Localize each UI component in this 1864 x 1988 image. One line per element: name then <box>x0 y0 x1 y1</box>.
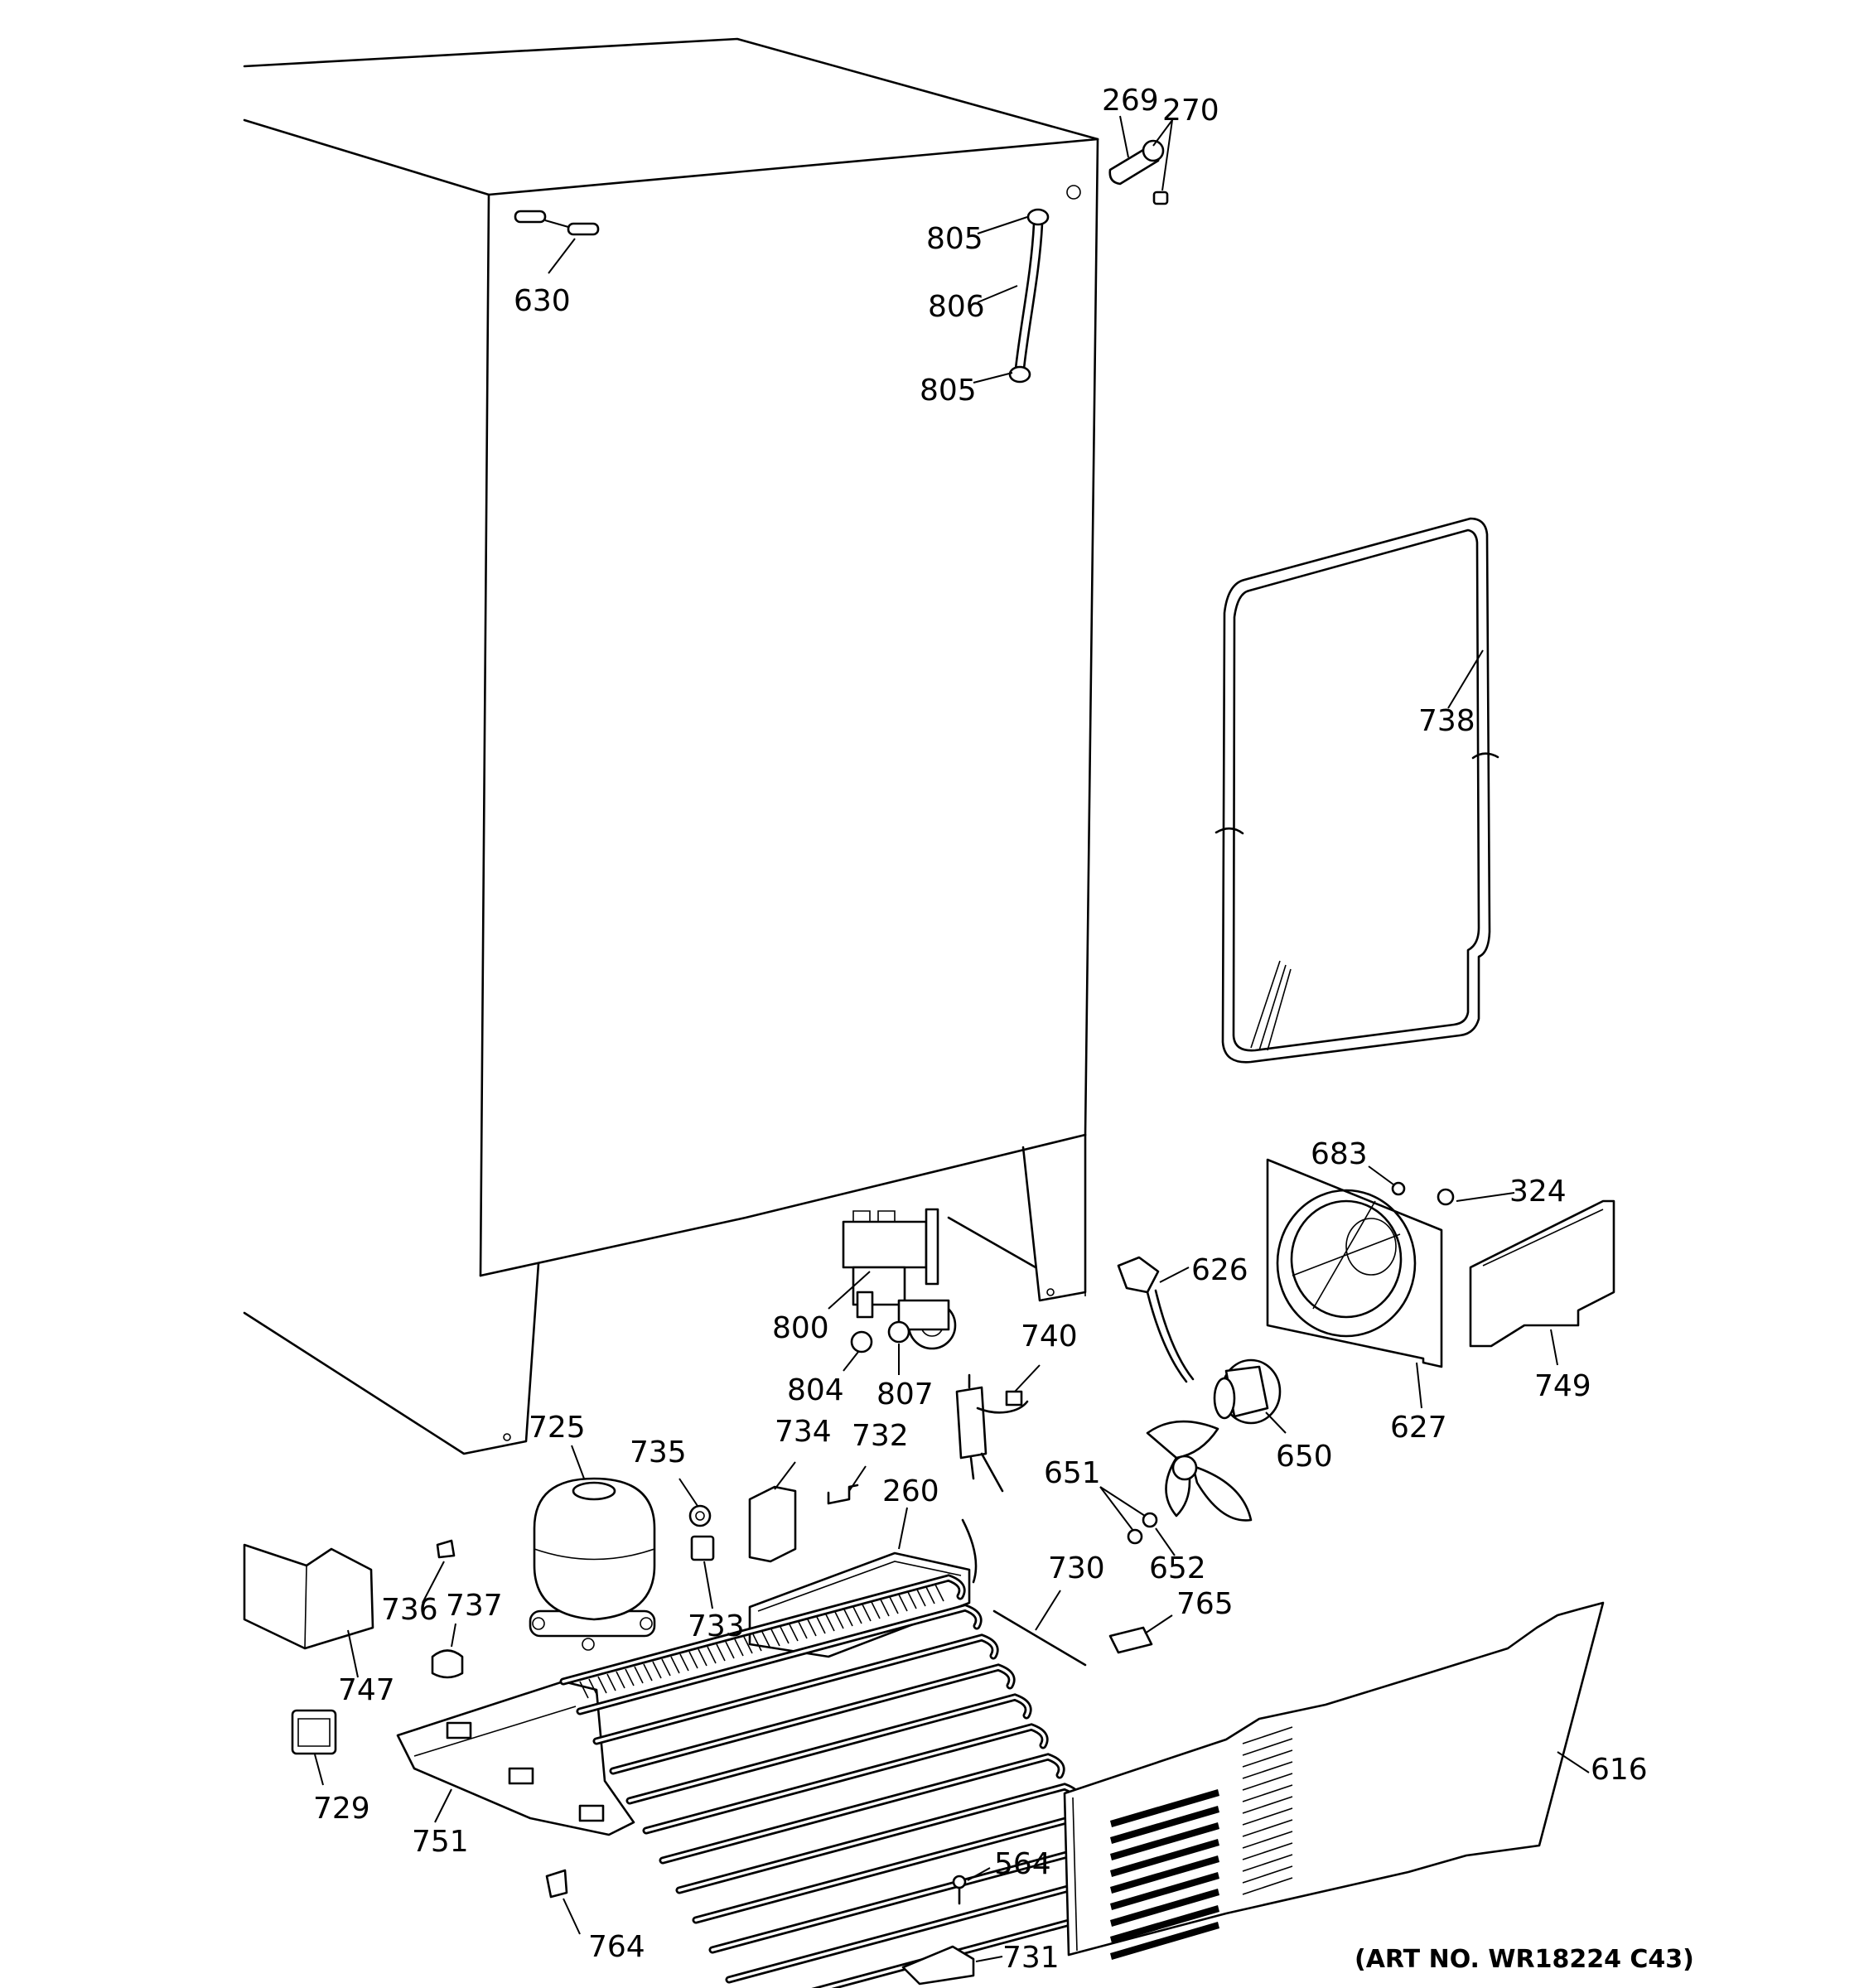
fan-blade-651 <box>1099 1420 1253 1556</box>
art-number: (ART NO. WR18224 C43) <box>1355 1945 1694 1974</box>
callout-564: 564 <box>994 1847 1051 1881</box>
clip-765 <box>1108 1614 1173 1654</box>
callout-630: 630 <box>514 284 571 318</box>
callout-324: 324 <box>1509 1175 1567 1209</box>
callout-736: 736 <box>381 1593 438 1627</box>
overload-729 <box>291 1709 337 1786</box>
bracket-731 <box>901 1945 1003 1986</box>
callout-765: 765 <box>1176 1587 1234 1621</box>
grille-616 <box>1063 1601 1605 1960</box>
callout-738: 738 <box>1418 704 1475 738</box>
fan-shroud-627 <box>1266 1158 1443 1409</box>
callout-734: 734 <box>775 1415 832 1449</box>
defrost-part-740 <box>955 1364 1041 1493</box>
callout-751: 751 <box>412 1825 469 1859</box>
callout-269: 269 <box>1102 84 1159 118</box>
refrigerator-cabinet <box>243 37 1099 1455</box>
callout-806: 806 <box>928 290 985 324</box>
terminal-cover-747 <box>243 1543 374 1678</box>
callout-270: 270 <box>1162 94 1219 128</box>
callout-651: 651 <box>1044 1456 1101 1490</box>
base-tray-751 <box>396 1680 635 1836</box>
grille-leader <box>1557 1751 1590 1773</box>
callout-260: 260 <box>882 1474 939 1508</box>
callout-labels: 269 270 630 805 806 805 738 683 324 626 … <box>313 84 1694 1975</box>
relay-parts-733-734-735-732 <box>678 1461 867 1609</box>
heater-loop-738 <box>1214 517 1499 1064</box>
clip-764 <box>545 1869 581 1935</box>
cabinet-slots-630 <box>514 210 600 274</box>
power-cord-626 <box>1117 1256 1195 1383</box>
callout-735: 735 <box>630 1436 687 1469</box>
fitting-269-270 <box>1108 115 1173 205</box>
callout-652: 652 <box>1149 1551 1206 1585</box>
callout-747: 747 <box>338 1673 395 1707</box>
callout-731: 731 <box>1002 1941 1060 1975</box>
callout-740: 740 <box>1021 1320 1078 1353</box>
callout-764: 764 <box>588 1930 645 1964</box>
coil-leaders <box>961 1518 1087 1667</box>
water-valve-800 <box>828 1208 957 1350</box>
callout-730: 730 <box>1048 1551 1105 1585</box>
callout-733: 733 <box>688 1609 745 1643</box>
callout-749: 749 <box>1534 1369 1591 1403</box>
callout-650: 650 <box>1276 1440 1333 1474</box>
callout-616: 616 <box>1591 1753 1648 1787</box>
screw-564 <box>952 1867 991 1905</box>
cover-749 <box>1469 1199 1615 1366</box>
callout-805-upper: 805 <box>926 222 983 256</box>
callout-725: 725 <box>529 1411 586 1445</box>
water-tube-806 <box>973 208 1050 384</box>
callout-729: 729 <box>313 1792 370 1826</box>
callout-627: 627 <box>1390 1411 1447 1445</box>
fan-motor-650 <box>1213 1358 1287 1434</box>
nuts-804-807 <box>843 1320 910 1375</box>
callout-683: 683 <box>1311 1137 1368 1171</box>
callout-804: 804 <box>787 1373 844 1407</box>
compressor-725 <box>529 1445 656 1651</box>
callout-807: 807 <box>876 1378 934 1411</box>
callout-732: 732 <box>852 1419 909 1453</box>
callout-737: 737 <box>446 1589 503 1623</box>
callout-626: 626 <box>1191 1253 1248 1287</box>
grommets-736-737 <box>422 1539 464 1679</box>
screws-683-324 <box>1368 1165 1515 1206</box>
callout-805-lower: 805 <box>920 374 977 408</box>
condenser-coil-730 <box>559 1574 1148 1988</box>
callout-800: 800 <box>772 1311 829 1345</box>
